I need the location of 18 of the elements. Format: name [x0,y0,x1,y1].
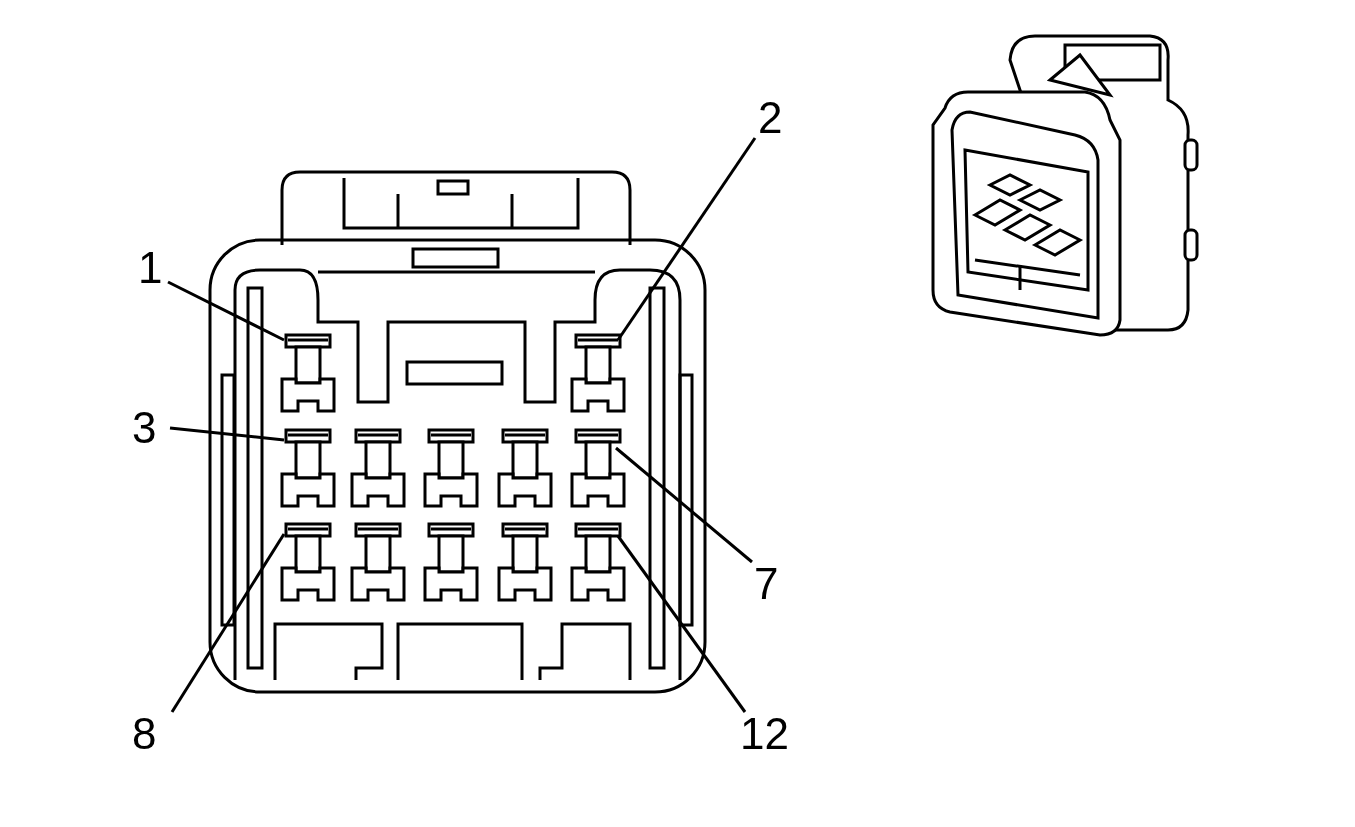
leader-line [170,533,286,713]
terminal-cavity [423,522,479,602]
terminal-cavity [350,428,406,508]
leader-line [167,280,285,342]
terminal-cavity [350,522,406,602]
leader-line [616,535,747,713]
terminal-cavity [497,522,553,602]
terminal-cavity [570,428,626,508]
leader-line [169,426,285,442]
terminal-cavity [570,522,626,602]
terminal-cavity [423,428,479,508]
leader-line [616,137,757,341]
terminal-cavity [570,333,626,413]
leader-line [615,446,753,564]
terminal-cavity [497,428,553,508]
terminal-cavity [280,428,336,508]
terminal-cavity [280,522,336,602]
terminal-cavity [280,333,336,413]
